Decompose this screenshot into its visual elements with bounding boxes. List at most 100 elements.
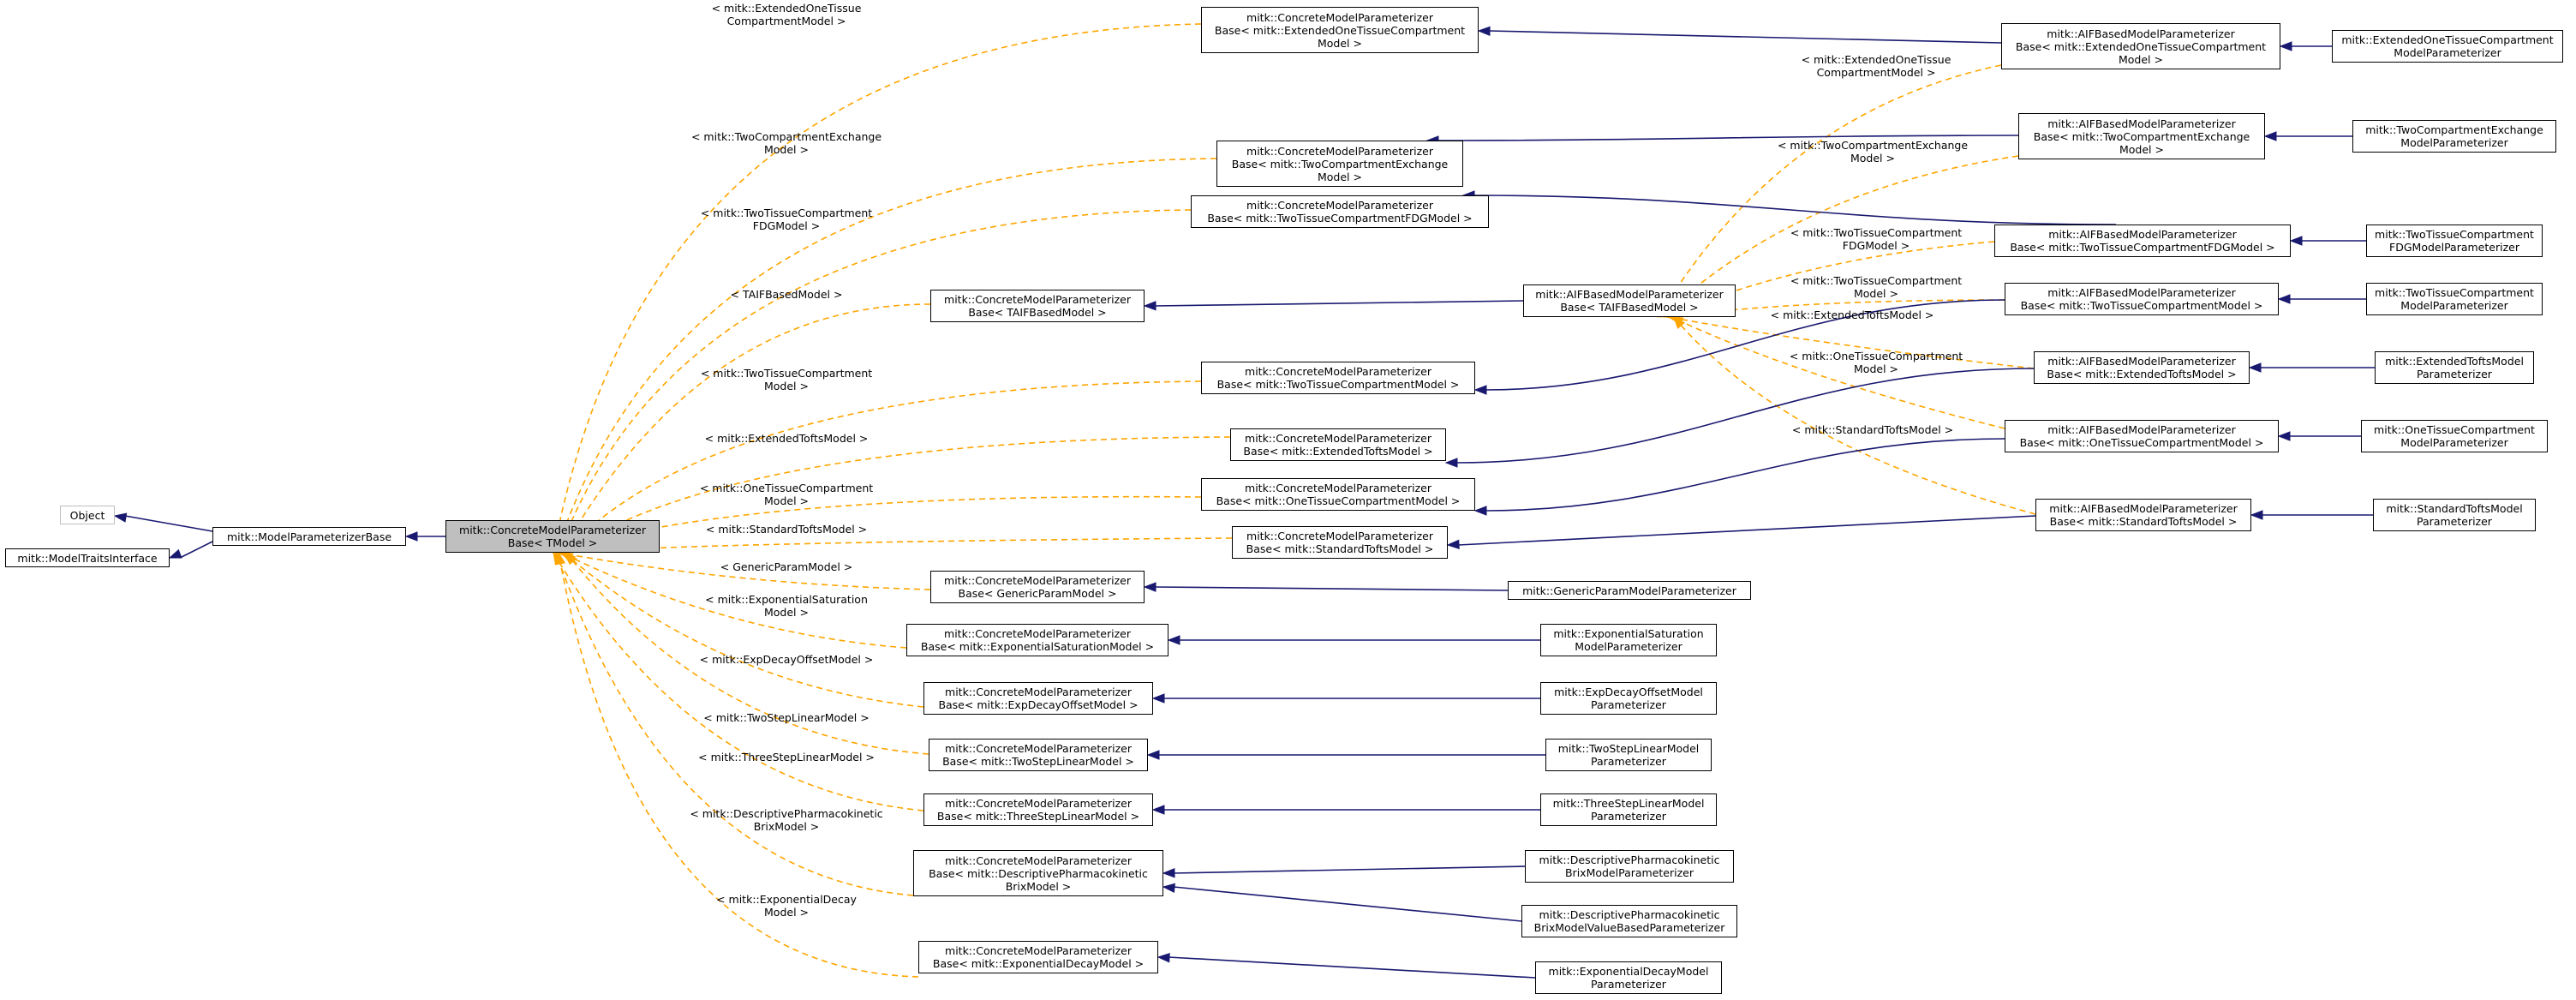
node-line: Base< mitk::TwoCompartmentExchange — [1231, 157, 1449, 171]
node-aif-extended-one-tissue[interactable]: mitk::AIFBasedModelParameterizer Base< m… — [2001, 23, 2280, 69]
node-concrete-extended-tofts[interactable]: mitk::ConcreteModelParameterizer Base< m… — [1230, 428, 1446, 461]
node-leaf-descriptive-brix[interactable]: mitk::DescriptivePharmacokinetic BrixMod… — [1525, 850, 1734, 883]
node-concrete-exponential-decay[interactable]: mitk::ConcreteModelParameterizer Base< m… — [918, 941, 1158, 973]
node-line: mitk::AIFBasedModelParameterizer — [2047, 423, 2236, 436]
edge-arrowhead — [1673, 315, 1686, 330]
edge-label-c-three-step-linear: < mitk::ThreeStepLinearModel > — [698, 751, 875, 763]
node-line: mitk::ConcreteModelParameterizer — [1245, 482, 1431, 494]
node-leaf-two-tissue[interactable]: mitk::TwoTissueCompartment ModelParamete… — [2366, 283, 2543, 315]
edge-tpl-two-step-linear — [565, 552, 929, 755]
node-line: mitk::ConcreteModelParameterizer — [1246, 199, 1433, 212]
node-line: Base< mitk::ThreeStepLinearModel > — [936, 810, 1140, 823]
node-concrete-two-tissue[interactable]: mitk::ConcreteModelParameterizer Base< m… — [1201, 362, 1475, 394]
node-concrete-taif-based[interactable]: mitk::ConcreteModelParameterizer Base< T… — [930, 290, 1145, 322]
node-line: Base< mitk::ExponentialSaturationModel > — [920, 640, 1155, 653]
node-line: mitk::StandardToftsModel — [2386, 502, 2523, 515]
edge-arrowhead — [2277, 431, 2291, 441]
node-line: mitk::AIFBasedModelParameterizer — [2047, 117, 2236, 130]
node-leaf-extended-one-tissue[interactable]: mitk::ExtendedOneTissueCompartment Model… — [2332, 30, 2563, 63]
node-concrete-two-compartment-exchange[interactable]: mitk::ConcreteModelParameterizer Base< m… — [1216, 141, 1463, 187]
node-concrete-exponential-saturation[interactable]: mitk::ConcreteModelParameterizer Base< m… — [906, 624, 1168, 656]
node-concrete-extended-one-tissue[interactable]: mitk::ConcreteModelParameterizer Base< m… — [1201, 7, 1479, 53]
node-leaf-generic-param[interactable]: mitk::GenericParamModelParameterizer — [1508, 581, 1751, 600]
node-line: mitk::AIFBasedModelParameterizer — [2049, 502, 2238, 515]
node-aif-two-tissue-fdg[interactable]: mitk::AIFBasedModelParameterizer Base< m… — [1994, 225, 2291, 257]
edge-tpl-taif-based — [560, 303, 931, 554]
node-concrete-three-step-linear[interactable]: mitk::ConcreteModelParameterizer Base< m… — [923, 793, 1153, 826]
edge-aif-two-tissue-fdg-to-concrete — [1473, 195, 2117, 225]
node-concrete-generic-param[interactable]: mitk::ConcreteModelParameterizer Base< G… — [930, 571, 1145, 603]
node-concrete-standard-tofts[interactable]: mitk::ConcreteModelParameterizer Base< m… — [1232, 526, 1448, 559]
node-line: Parameterizer — [2417, 515, 2492, 528]
node-line: Object — [69, 508, 105, 522]
node-line: Parameterizer — [1591, 978, 1666, 991]
node-concrete-two-step-linear[interactable]: mitk::ConcreteModelParameterizer Base< m… — [929, 739, 1148, 771]
node-leaf-descriptive-brix-value[interactable]: mitk::DescriptivePharmacokinetic BrixMod… — [1521, 905, 1737, 937]
edge-label-c-generic-param: < GenericParamModel > — [720, 560, 853, 573]
node-line: mitk::ExpDecayOffsetModel — [1554, 686, 1703, 698]
node-line: ModelParameterizer — [1575, 640, 1682, 653]
node-line: mitk::DescriptivePharmacokinetic — [1539, 853, 1720, 866]
node-line: mitk::ConcreteModelParameterizer — [945, 742, 1132, 755]
node-leaf-one-tissue[interactable]: mitk::OneTissueCompartment ModelParamete… — [2361, 420, 2548, 452]
node-concrete-descriptive-brix[interactable]: mitk::ConcreteModelParameterizer Base< m… — [913, 850, 1163, 896]
node-line: Model > — [1318, 170, 1362, 183]
node-concrete-exp-decay-offset[interactable]: mitk::ConcreteModelParameterizer Base< m… — [923, 682, 1153, 715]
edge-arrowhead — [555, 551, 566, 566]
node-model-traits-interface[interactable]: mitk::ModelTraitsInterface — [5, 548, 170, 567]
node-line: mitk::AIFBasedModelParameterizer — [1535, 288, 1724, 301]
node-line: mitk::ConcreteModelParameterizer — [944, 627, 1131, 640]
node-line: ModelParameterizer — [2400, 136, 2508, 149]
edge-arrowhead — [1167, 635, 1180, 645]
edge-parameterizer-base-to-traits — [179, 541, 213, 559]
node-line: Base< TModel > — [507, 536, 598, 549]
node-leaf-two-compartment-exchange[interactable]: mitk::TwoCompartmentExchange ModelParame… — [2352, 120, 2556, 153]
edge-label-a-standard-tofts: < mitk::StandardToftsModel > — [1791, 423, 1954, 436]
edge-aif-tpl-extended-one-tissue — [1658, 64, 2002, 318]
edge-arrowhead — [2250, 510, 2263, 520]
edge-arrowhead — [1151, 805, 1165, 815]
edge-leaf-generic-param — [1154, 586, 1509, 591]
node-line: mitk::ThreeStepLinearModel — [1552, 797, 1705, 810]
node-leaf-exp-decay-offset[interactable]: mitk::ExpDecayOffsetModel Parameterizer — [1540, 682, 1717, 715]
edge-aif-one-tissue-to-concrete — [1485, 438, 2005, 512]
node-leaf-standard-tofts[interactable]: mitk::StandardToftsModel Parameterizer — [2373, 499, 2536, 531]
node-line: mitk::ConcreteModelParameterizer — [1246, 144, 1433, 158]
node-model-parameterizer-base[interactable]: mitk::ModelParameterizerBase — [212, 527, 406, 546]
node-line: Base< mitk::ExpDecayOffsetModel > — [938, 698, 1139, 711]
node-line: Base< mitk::TwoStepLinearModel > — [942, 755, 1134, 768]
edge-arrowhead — [1157, 953, 1170, 963]
edge-aif-tpl-standard-tofts — [1673, 316, 2036, 515]
node-line: Base< TAIFBasedModel > — [968, 306, 1107, 319]
node-aif-taif-based[interactable]: mitk::AIFBasedModelParameterizer Base< T… — [1523, 284, 1736, 317]
node-leaf-exponential-saturation[interactable]: mitk::ExponentialSaturation ModelParamet… — [1540, 624, 1717, 656]
node-aif-two-compartment-exchange[interactable]: mitk::AIFBasedModelParameterizer Base< m… — [2018, 113, 2265, 159]
node-leaf-extended-tofts[interactable]: mitk::ExtendedToftsModel Parameterizer — [2375, 351, 2534, 384]
node-leaf-two-tissue-fdg[interactable]: mitk::TwoTissueCompartment FDGModelParam… — [2366, 225, 2543, 257]
edge-label-a-extended-tofts: < mitk::ExtendedToftsModel > — [1770, 308, 1934, 321]
edge-arrowhead — [1473, 506, 1487, 516]
node-leaf-two-step-linear[interactable]: mitk::TwoStepLinearModel Parameterizer — [1545, 739, 1712, 771]
node-aif-two-tissue[interactable]: mitk::AIFBasedModelParameterizer Base< m… — [2005, 283, 2279, 315]
node-leaf-three-step-linear[interactable]: mitk::ThreeStepLinearModel Parameterizer — [1540, 793, 1717, 826]
node-object[interactable]: Object — [60, 506, 115, 524]
edge-arrowhead — [1162, 868, 1175, 878]
node-aif-standard-tofts[interactable]: mitk::AIFBasedModelParameterizer Base< m… — [2035, 499, 2251, 531]
node-line: Base< mitk::TwoTissueCompartmentFDGModel… — [2010, 241, 2275, 254]
node-concrete-two-tissue-fdg[interactable]: mitk::ConcreteModelParameterizer Base< m… — [1191, 195, 1489, 228]
edge-leaf-exponential-decay — [1168, 956, 1536, 979]
edge-label-c-exp-decay-offset: < mitk::ExpDecayOffsetModel > — [699, 653, 874, 666]
node-concrete-one-tissue[interactable]: mitk::ConcreteModelParameterizer Base< m… — [1201, 478, 1475, 511]
node-aif-extended-tofts[interactable]: mitk::AIFBasedModelParameterizer Base< m… — [2034, 351, 2250, 384]
node-aif-one-tissue[interactable]: mitk::AIFBasedModelParameterizer Base< m… — [2005, 420, 2279, 452]
node-line: mitk::ExtendedOneTissueCompartment — [2341, 33, 2554, 46]
node-line: Base< mitk::OneTissueCompartmentModel > — [2019, 436, 2264, 449]
edge-arrowhead — [565, 551, 577, 566]
node-line: Base< mitk::ExtendedToftsModel > — [1243, 445, 1433, 458]
node-leaf-exponential-decay[interactable]: mitk::ExponentialDecayModel Parameterize… — [1535, 961, 1722, 994]
edge-tpl-two-compartment-exchange — [555, 158, 1217, 554]
node-line: mitk::ExponentialSaturation — [1553, 627, 1704, 640]
